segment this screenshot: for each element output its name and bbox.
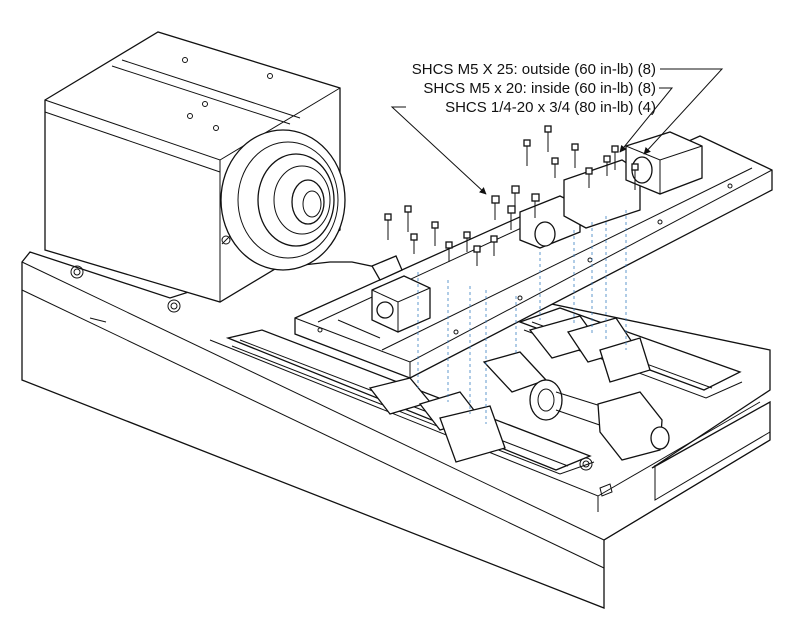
shcs-m5x20-screw: [473, 245, 481, 266]
shcs-m5x25-screw: [611, 145, 619, 170]
linear-rail-rear: [518, 307, 743, 399]
shcs-m5x20-screw: [445, 241, 453, 262]
shcs-m5x20-screw: [490, 235, 498, 256]
screw-set: [384, 125, 639, 266]
callout-shcs-m5x20: SHCS M5 x 20: inside (60 in-lb) (8): [423, 80, 656, 97]
shcs-m5x25-screw: [384, 213, 392, 240]
shcs-m5x25-screw: [571, 143, 579, 168]
shcs-quarter-20-screw: [507, 205, 516, 230]
callout-shcs-quarter-20: SHCS 1/4-20 x 3/4 (80 in-lb) (4): [445, 99, 656, 116]
shcs-m5x25-screw: [544, 125, 552, 152]
shcs-m5x25-screw: [523, 139, 531, 166]
headstock: [44, 31, 346, 303]
shcs-m5x25-screw: [431, 221, 439, 246]
ball-screw-assembly: [482, 351, 670, 461]
shcs-m5x20-screw: [603, 155, 611, 176]
shcs-m5x20-screw: [463, 231, 471, 252]
shcs-m5x25-screw: [404, 205, 412, 232]
shcs-m5x20-screw: [410, 233, 418, 254]
linear-rail-front: [225, 329, 595, 475]
shcs-m5x25-screw: [631, 163, 639, 190]
shcs-quarter-20-screw: [491, 195, 500, 220]
callout-shcs-m5x25: SHCS M5 X 25: outside (60 in-lb) (8): [411, 61, 656, 78]
leader-lines: [390, 68, 724, 195]
saddle-plate: [294, 131, 773, 379]
shcs-m5x20-screw: [551, 157, 559, 178]
shcs-m5x20-screw: [585, 167, 593, 188]
shcs-quarter-20-screw: [531, 193, 540, 218]
alignment-lines: [417, 210, 627, 424]
